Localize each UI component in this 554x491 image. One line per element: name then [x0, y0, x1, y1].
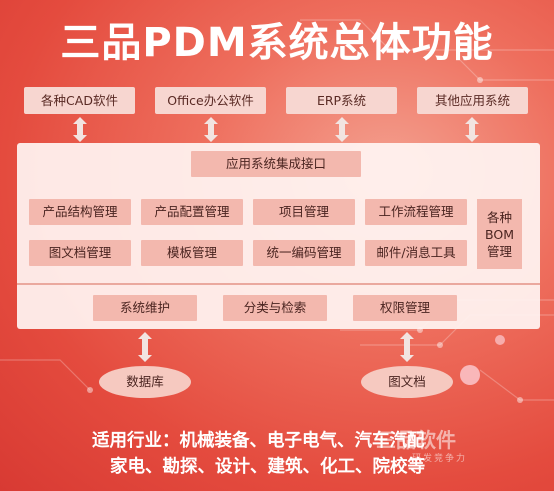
bom-line-3: 管理 [486, 243, 512, 259]
double-arrow-icon [400, 332, 414, 362]
double-arrow-icon [204, 117, 218, 142]
module-mail: 邮件/消息工具 [365, 240, 467, 266]
integration-interface: 应用系统集成接口 [191, 151, 361, 177]
module-template: 模板管理 [141, 240, 243, 266]
module-search: 分类与检索 [223, 295, 327, 321]
bom-line-2: BOM [485, 226, 514, 242]
double-arrow-icon [138, 332, 152, 362]
module-product-config: 产品配置管理 [141, 199, 243, 225]
module-document: 图文档管理 [29, 240, 131, 266]
module-maintenance: 系统维护 [93, 295, 197, 321]
double-arrow-icon [335, 117, 349, 142]
module-product-structure: 产品结构管理 [29, 199, 131, 225]
industries-line-2: 家电、勘探、设计、建筑、化工、院校等 [110, 457, 425, 477]
module-bom: 各种 BOM 管理 [477, 199, 522, 269]
module-workflow: 工作流程管理 [365, 199, 467, 225]
page-title: 三品PDM系统总体功能 [60, 20, 494, 66]
external-system-cad: 各种CAD软件 [24, 87, 135, 114]
panel-divider [17, 283, 540, 285]
external-system-other: 其他应用系统 [417, 87, 528, 114]
external-system-erp: ERP系统 [286, 87, 397, 114]
external-system-office: Office办公软件 [155, 87, 266, 114]
module-permission: 权限管理 [353, 295, 457, 321]
module-coding: 统一编码管理 [253, 240, 355, 266]
module-project: 项目管理 [253, 199, 355, 225]
double-arrow-icon [73, 117, 87, 142]
storage-documents: 图文档 [361, 366, 453, 398]
brand-slogan: 研发竞争力 [412, 454, 468, 464]
brand-watermark: 三品软件 [376, 428, 456, 452]
storage-database: 数据库 [99, 366, 191, 398]
bom-line-1: 各种 [486, 209, 512, 225]
industries-line-1: 适用行业：机械装备、电子电气、汽车汽配 [92, 431, 425, 451]
double-arrow-icon [465, 117, 479, 142]
